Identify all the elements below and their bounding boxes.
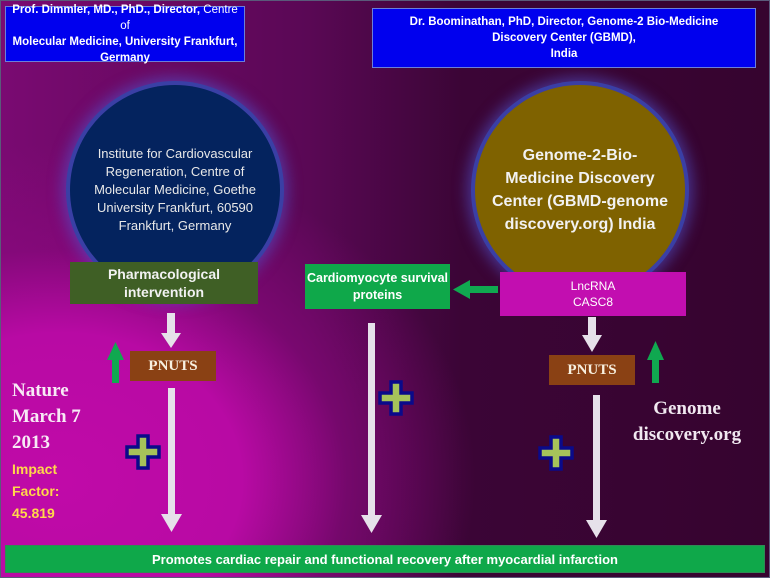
impact-factor-value: 45.819 bbox=[12, 505, 55, 521]
node-casc8-label: CASC8 bbox=[572, 295, 613, 309]
impact-factor: Impact Factor: 45.819 bbox=[12, 458, 59, 524]
node-cardiomyocyte-survival-proteins: Cardiomyocyte survival proteins bbox=[305, 264, 450, 309]
header-left-line2: Molecular Medicine, University Frankfurt… bbox=[12, 36, 238, 48]
header-left-line1: Prof. Dimmler, MD., PhD., Director, Cent… bbox=[6, 2, 244, 34]
outcome-banner: Promotes cardiac repair and functional r… bbox=[5, 545, 765, 573]
down-arrow-icon bbox=[361, 323, 382, 533]
genome-label-line2: discovery.org bbox=[632, 424, 742, 445]
genome-discovery-label: Genome discovery.org bbox=[612, 396, 762, 448]
impact-factor-label-1: Impact bbox=[12, 461, 58, 477]
plus-icon bbox=[538, 435, 574, 471]
header-right-line3: India bbox=[550, 48, 578, 60]
nature-date: March 7 bbox=[12, 406, 81, 427]
header-left: Prof. Dimmler, MD., PhD., Director, Cent… bbox=[5, 4, 245, 64]
down-arrow-icon bbox=[582, 317, 602, 352]
header-right-line1: Dr. Boominathan, PhD, Director, Genome-2… bbox=[409, 16, 719, 28]
left-arrow-icon bbox=[453, 280, 498, 299]
genome-label-line1: Genome bbox=[653, 398, 721, 419]
down-arrow-icon bbox=[161, 388, 182, 532]
header-left-line3: Germany bbox=[100, 52, 150, 64]
down-arrow-icon bbox=[586, 395, 607, 538]
institute-circle-frankfurt-text: Institute for Cardiovascular Regeneratio… bbox=[94, 146, 256, 233]
node-lncrna-casc8: LncRNA CASC8 bbox=[500, 272, 686, 316]
node-cardiomyocyte-label: Cardiomyocyte survival proteins bbox=[306, 270, 449, 302]
up-arrow-icon bbox=[107, 342, 124, 383]
institute-circle-frankfurt: Institute for Cardiovascular Regeneratio… bbox=[70, 85, 280, 295]
node-pnuts-right: PNUTS bbox=[549, 355, 635, 385]
institute-circle-gbmd-text: Genome-2-Bio-Medicine Discovery Center (… bbox=[491, 147, 668, 233]
up-arrow-icon bbox=[647, 341, 664, 383]
node-pharmacological-intervention: Pharmacological intervention bbox=[70, 262, 258, 304]
nature-journal: Nature bbox=[12, 380, 69, 401]
down-arrow-icon bbox=[161, 313, 181, 348]
outcome-banner-text: Promotes cardiac repair and functional r… bbox=[152, 551, 618, 567]
node-pnuts-right-label: PNUTS bbox=[567, 361, 617, 378]
impact-factor-label-2: Factor: bbox=[12, 483, 60, 499]
node-pnuts-left-label: PNUTS bbox=[148, 357, 198, 374]
institute-circle-gbmd: Genome-2-Bio-Medicine Discovery Center (… bbox=[475, 85, 685, 295]
header-left-affil: Centre of bbox=[120, 4, 238, 32]
plus-icon bbox=[125, 434, 161, 470]
node-pnuts-left: PNUTS bbox=[130, 351, 216, 381]
plus-icon bbox=[378, 380, 414, 416]
header-right-line2: Discovery Center (GBMD), bbox=[492, 32, 636, 44]
node-lncrna-label: LncRNA bbox=[570, 279, 616, 293]
header-left-name: Prof. Dimmler, MD., PhD., Director, bbox=[12, 4, 201, 16]
node-pharmacological-intervention-label: Pharmacological intervention bbox=[107, 266, 221, 300]
nature-year: 2013 bbox=[12, 432, 50, 453]
nature-citation: Nature March 7 2013 bbox=[12, 378, 81, 456]
header-right: Dr. Boominathan, PhD, Director, Genome-2… bbox=[372, 8, 756, 68]
